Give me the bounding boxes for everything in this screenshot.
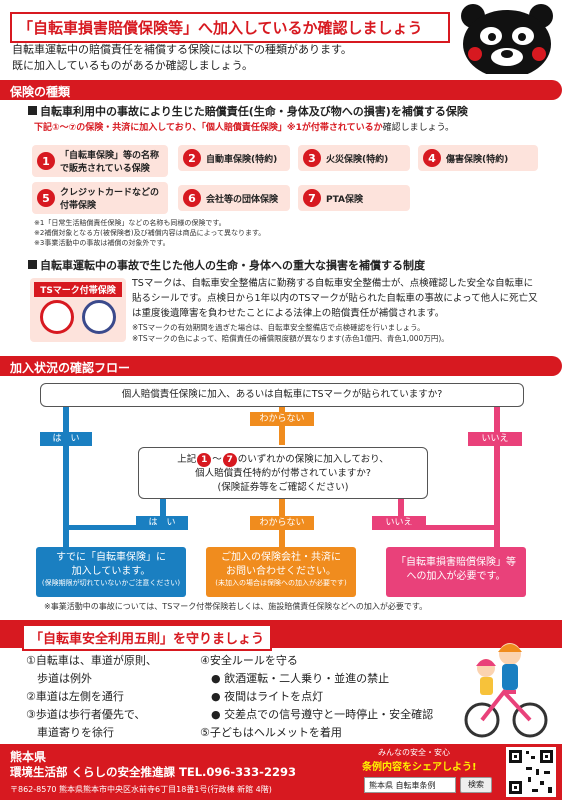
footer-share-1: みんなの安全・安心	[378, 748, 450, 757]
flow-line2-yes	[160, 499, 166, 525]
kumamon-mascot-icon	[461, 4, 553, 74]
flow-label-yes: は い	[40, 432, 92, 446]
footer-address: 〒862-8570 熊本県熊本市中央区水前寺6丁目18番1号(行政棟 新館 4階…	[10, 785, 272, 794]
section-header-insurance-types: 保険の種類	[0, 80, 562, 100]
flow-question-1: 個人賠償責任保険に加入、あるいは自転車にTSマークが貼られていますか?	[40, 383, 524, 407]
subheading-ts-mark: 自転車運転中の事故で生じた他人の生命・身体への重大な損害を補償する制度	[28, 257, 425, 273]
footer-share-2: 条例内容をシェアしよう!	[362, 762, 477, 773]
intro-line-2: 既に加入しているものがあるか確認しましょう。	[12, 59, 254, 72]
result-unknown: ご加入の保険会社・共済にお問い合わせください。(未加入の場合は保険への加入が必要…	[206, 547, 356, 597]
instruction-text: 下記①～⑦の保険・共済に加入しており、「個人賠償責任保険」※1が付帯されているか…	[34, 123, 455, 133]
subheading-liability: 自転車利用中の事故により生じた賠償責任(生命・身体及び物への損害)を補償する保険	[28, 103, 468, 119]
ts-mark-label: TSマーク付帯保険	[34, 282, 122, 297]
insurance-item-1: 1「自転車保険」等の名称で販売されている保険	[32, 145, 168, 177]
footer: 熊本県 環境生活部 くらしの安全推進課 TEL.096-333-2293 〒86…	[0, 744, 562, 800]
search-button[interactable]: 検索	[460, 777, 492, 793]
intro-line-1: 自転車運転中の賠償責任を補償する保険には以下の種類があります。	[12, 43, 352, 56]
page-title: 「自転車損害賠償保険等」へ加入しているか確認しましょう	[10, 12, 450, 43]
flow-line2-no	[398, 499, 404, 525]
ts-mark-box: TSマーク付帯保険	[30, 278, 126, 342]
flow-line-unknown	[279, 407, 285, 445]
footer-dept: 環境生活部 くらしの安全推進課 TEL.096-333-2293	[10, 765, 296, 779]
flow-join-no	[398, 525, 500, 530]
ts-mark-notes: ※TSマークの有効期間を過ぎた場合は、自転車安全整備店で点検確認を行いましょう。…	[132, 323, 449, 343]
ts-mark-description: TSマークは、自転車安全整備店に勤務する自転車安全整備士が、点検確認した安全な自…	[132, 278, 538, 319]
section-header-rules: 「自転車安全利用五則」を守りましょう	[22, 624, 273, 651]
result-no: 「自転車損害賠償保険」等への加入が必要です。	[386, 547, 526, 597]
flow-join-yes	[63, 525, 166, 530]
cyclist-family-illustration-icon	[464, 643, 548, 738]
flow-line-yes	[63, 407, 69, 552]
result-yes: すでに「自転車保険」に加入しています。(保険期限が切れていないかご注意ください)	[36, 547, 186, 597]
intro-text: 自転車運転中の賠償責任を補償する保険には以下の種類があります。 既に加入している…	[12, 42, 352, 74]
flow-footnote: ※事業活動中の事故については、TSマーク付帯保険若しくは、施設賠償責任保険などへ…	[44, 602, 428, 611]
footer-pref: 熊本県	[10, 750, 47, 764]
search-input[interactable]: 熊本県 自転車条例	[364, 777, 456, 793]
ts-seal-red-icon	[40, 300, 74, 334]
flow-label-unknown: わからない	[250, 412, 314, 426]
qr-code-icon[interactable]	[506, 747, 556, 797]
ts-seal-blue-icon	[82, 300, 116, 334]
section-header-flow: 加入状況の確認フロー	[0, 356, 562, 376]
flow-label2-unknown: わからない	[250, 516, 314, 530]
flow-line-no	[494, 407, 500, 552]
rules-right: ④安全ルールを守る ● 飲酒運転・二人乗り・並進の禁止 ● 夜間はライトを点灯 …	[200, 654, 434, 739]
flow-label-no: いいえ	[468, 432, 522, 446]
insurance-notes: ※1「日常生活賠償責任保険」などの名称も同様の保険です。 ※2補償対象となる方(…	[34, 219, 266, 247]
